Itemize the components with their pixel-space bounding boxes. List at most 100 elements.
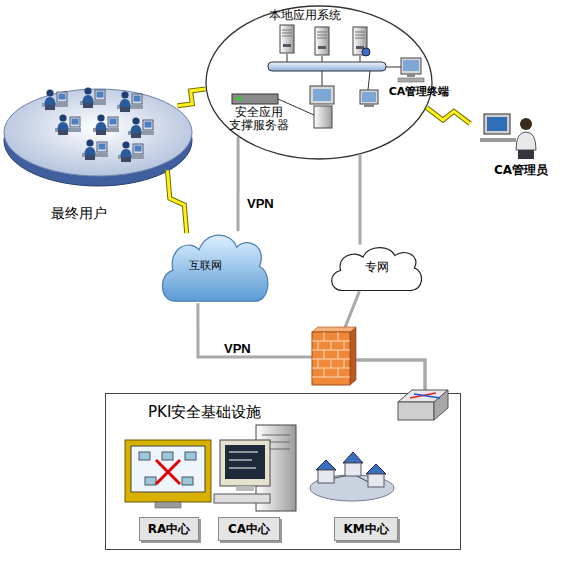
workstation-icon: [368, 71, 370, 90]
workstation-icon: [360, 90, 378, 104]
user-figures: [55, 114, 81, 135]
km-network-icon: [366, 464, 386, 474]
ca-computer-icon: [214, 425, 296, 511]
ra-monitor-icon: [125, 440, 211, 508]
km-network-icon: [343, 452, 363, 463]
switch-icon: [398, 390, 448, 420]
server-group: [322, 56, 323, 62]
lightning-link: [427, 108, 470, 124]
workstation-icon: [310, 71, 378, 128]
km-network-icon: [345, 463, 361, 476]
terminal-icon: [386, 67, 401, 68]
firewall-icon: [331, 341, 332, 350]
switch-icon: [434, 390, 448, 420]
firewall-icon: [324, 350, 325, 359]
firewall-icon: [331, 359, 332, 368]
ca-computer-icon: [236, 486, 254, 491]
firewall-icon: [312, 327, 356, 385]
ra-center-box: RA中心: [139, 517, 199, 541]
user-figures: [82, 139, 108, 160]
firewall-icon: [312, 327, 356, 332]
network-line: [198, 303, 425, 393]
workstation-icon: [313, 89, 331, 101]
admin-person-icon: [484, 114, 510, 134]
node-label: 本地应用系统: [260, 8, 350, 23]
ra-monitor-icon: [155, 502, 181, 508]
workstation-icon: [362, 92, 376, 102]
switch-icon: [398, 402, 434, 420]
ra-monitor-icon: [185, 452, 196, 460]
admin-person-icon: [487, 117, 507, 131]
node-label: 互联网: [168, 259, 242, 273]
connector-line: [198, 303, 425, 393]
node-label: KM中心: [335, 522, 397, 537]
firewall-icon: [338, 350, 339, 359]
connector-line: [340, 291, 425, 393]
cloud-outline: [162, 235, 267, 301]
admin-person-icon: [520, 118, 532, 130]
server-group: [315, 27, 329, 55]
km-network-icon: [318, 470, 334, 483]
firewall-icon: [350, 327, 356, 385]
user-figures: [118, 141, 144, 162]
server-group: [268, 62, 386, 71]
ca-computer-icon: [225, 445, 265, 479]
admin-person-icon: [480, 114, 536, 159]
network-line: [340, 291, 425, 393]
bolt-fill: [427, 108, 470, 124]
user-figures: [80, 87, 106, 108]
appliance-icon: [278, 99, 314, 115]
terminal-icon: [403, 60, 419, 71]
user-figures: [93, 114, 119, 135]
firewall-icon: [318, 359, 319, 368]
ca-center-box: CA中心: [218, 517, 280, 541]
lightning-link: [167, 170, 186, 233]
firewall-icon: [312, 377, 350, 378]
user-figures: [42, 89, 68, 110]
admin-person-icon: [516, 132, 536, 150]
user-figures: [117, 91, 143, 112]
terminal-icon: [386, 58, 424, 82]
network-line: [360, 155, 361, 245]
terminal-icon: [407, 74, 415, 77]
admin-person-icon: [480, 138, 516, 142]
terminal-icon: [401, 58, 421, 74]
server-group: [280, 25, 294, 53]
node-label: PKI安全基础设施: [148, 403, 348, 422]
firewall-icon: [338, 332, 339, 341]
firewall-icon: [312, 332, 350, 385]
ca-computer-icon: [229, 452, 258, 453]
workstation-icon: [310, 86, 334, 104]
user-figures: [128, 117, 154, 138]
internet-cloud: 互联网: [158, 228, 272, 305]
ca-admin: CA管理员: [470, 108, 552, 180]
ra-monitor-icon: [131, 446, 205, 492]
ca-computer-icon: [220, 440, 270, 486]
node-label: 专网: [328, 260, 425, 275]
firewall-icon: [344, 341, 345, 350]
ra-monitor-icon: [162, 452, 173, 460]
admin-person-icon: [518, 150, 534, 159]
ra-monitor-icon: [182, 477, 193, 485]
bolt-fill: [167, 170, 186, 233]
workstation-icon: [364, 104, 374, 107]
lightning-link: [178, 89, 206, 106]
connector-line: [237, 137, 240, 231]
network-line: [238, 137, 239, 231]
km-center-box: KM中心: [334, 517, 398, 541]
node-label: 安全应用 支撑服务器: [226, 106, 292, 132]
ra-monitor-icon: [156, 460, 180, 484]
server-group: [287, 54, 288, 62]
appliance-icon: [232, 94, 278, 104]
private-net-cloud: 专网: [328, 243, 425, 293]
node-label: RA中心: [140, 522, 198, 537]
firewall-icon: [318, 341, 319, 350]
bolt-outline: [427, 108, 470, 124]
node-label: CA管理终端: [388, 85, 450, 99]
firewall-icon: [338, 368, 339, 377]
server-group: [360, 56, 361, 62]
workstation-icon: [314, 106, 332, 128]
